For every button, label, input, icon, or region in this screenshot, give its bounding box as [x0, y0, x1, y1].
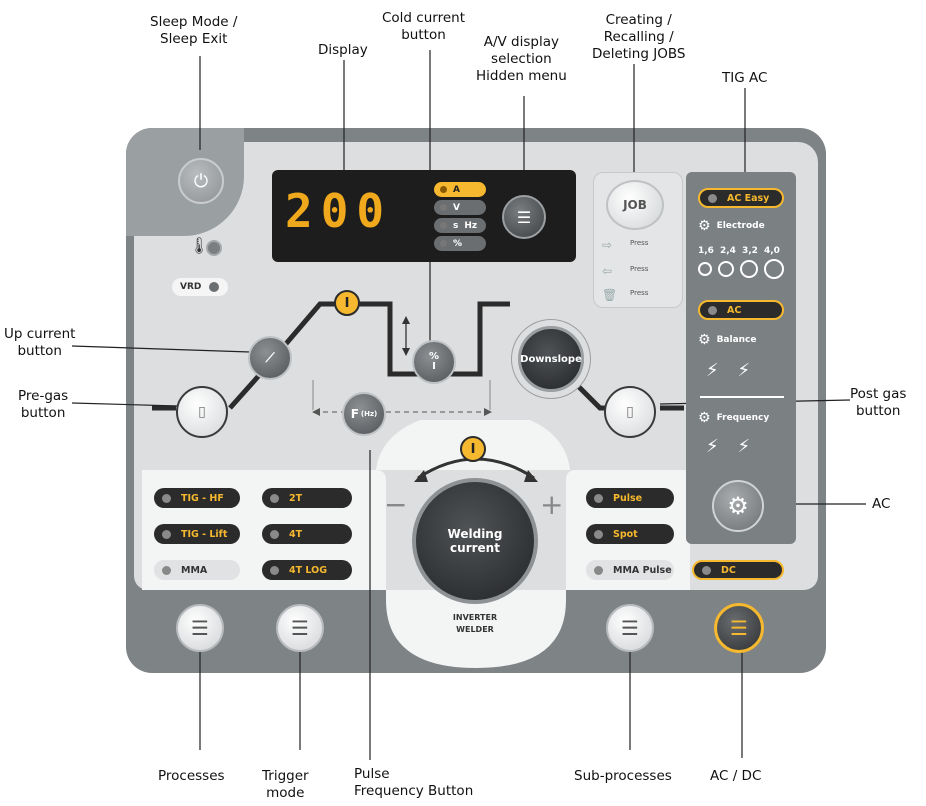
frequency-torch-icons: ⚡ ⚡: [706, 436, 751, 457]
cold-current-button[interactable]: % I: [412, 340, 456, 384]
callout-display: Display: [318, 42, 368, 58]
callout-sleep: Sleep Mode / Sleep Exit: [150, 14, 238, 47]
gas-bottle-icon: ▯: [626, 404, 634, 420]
electrode-size-1-6: 1,6: [698, 246, 714, 256]
job-create-row: ⇨Press: [602, 238, 649, 252]
callout-cold-current: Cold current button: [382, 10, 465, 43]
power-icon: ⏻: [193, 170, 209, 192]
pulse-frequency-button[interactable]: F(Hz): [342, 392, 386, 436]
job-button[interactable]: JOB: [606, 180, 664, 230]
trigger-4t: 4T: [262, 524, 352, 544]
process-mma: MMA: [154, 560, 240, 580]
processes-button[interactable]: ☰: [176, 604, 224, 652]
vrd-label: VRD: [180, 282, 202, 292]
callout-av-display: A/V display selection Hidden menu: [476, 34, 567, 84]
electrode-ring-2: [718, 261, 734, 277]
ac-easy-indicator: AC Easy: [698, 188, 784, 208]
thermometer-icon: 🌡: [189, 236, 210, 255]
ac-indicator: AC: [698, 300, 784, 320]
frequency-label: ⚙Frequency: [698, 410, 770, 426]
trigger-mode-button[interactable]: ☰: [276, 604, 324, 652]
callout-ac-dc: AC / DC: [710, 768, 762, 784]
pre-gas-button[interactable]: ▯: [176, 386, 228, 438]
up-current-button[interactable]: ⟋: [248, 336, 292, 380]
recall-arrow-icon: ⇦: [602, 264, 613, 278]
unit-percent: %: [434, 236, 486, 251]
ac-dc-button[interactable]: ☰: [714, 603, 764, 653]
sub-processes-button[interactable]: ☰: [606, 604, 654, 652]
peak-current-badge: I: [334, 290, 360, 316]
gear-icon: ⚙: [698, 410, 711, 426]
ac-settings-button[interactable]: ⚙: [712, 480, 764, 532]
save-arrow-icon: ⇨: [602, 238, 613, 252]
callout-up-current: Up current button: [4, 326, 76, 359]
subprocess-spot: Spot: [586, 524, 674, 544]
electrode-size-2-4: 2,4: [720, 246, 736, 256]
av-display-button[interactable]: ☰: [502, 195, 546, 239]
callout-processes: Processes: [158, 768, 225, 784]
downslope-knob[interactable]: Downslope: [518, 326, 584, 392]
gear-icon: ⚙: [727, 492, 749, 520]
dc-indicator: DC: [692, 560, 784, 580]
process-tig-hf: TIG - HF: [154, 488, 240, 508]
electrode-size-4-0: 4,0: [764, 246, 780, 256]
electrode-ring-3: [740, 260, 758, 278]
post-gas-button[interactable]: ▯: [604, 386, 656, 438]
gear-icon: ⚙: [698, 332, 711, 348]
trigger-4t-log: 4T LOG: [262, 560, 352, 580]
balance-torch-icons: ⚡ ⚡: [706, 360, 751, 381]
callout-trigger: Trigger mode: [262, 768, 309, 801]
job-recall-row: ⇦Press: [602, 264, 649, 278]
callout-post-gas: Post gas button: [850, 386, 907, 419]
gear-icon: ⚙: [698, 218, 711, 234]
electrode-ring-4: [764, 259, 784, 279]
upslope-icon: ⟋: [265, 350, 275, 366]
subprocess-pulse: Pulse: [586, 488, 674, 508]
job-delete-row: 🗑Press: [602, 288, 649, 302]
callout-pulse-frequency: Pulse Frequency Button: [354, 766, 474, 799]
inverter-welder-badge: INVERTER WELDER: [452, 613, 498, 634]
plus-sign: +: [540, 488, 564, 521]
menu-list-icon: ☰: [730, 616, 748, 640]
welding-current-badge: I: [460, 436, 486, 462]
electrode-label: ⚙Electrode: [698, 218, 765, 234]
menu-list-icon: ☰: [291, 616, 309, 640]
callout-sub-processes: Sub-processes: [574, 768, 672, 784]
process-tig-lift: TIG - Lift: [154, 524, 240, 544]
electrode-size-3-2: 3,2: [742, 246, 758, 256]
menu-list-icon: ☰: [516, 207, 532, 227]
tig-divider: [700, 396, 784, 398]
callout-tig-ac: TIG AC: [722, 70, 768, 86]
minus-sign: −: [384, 488, 408, 521]
vrd-indicator: VRD: [172, 278, 228, 296]
subprocess-mma-pulse: MMA Pulse: [586, 560, 674, 580]
callout-jobs: Creating / Recalling / Deleting JOBS: [592, 12, 686, 62]
balance-label: ⚙Balance: [698, 332, 757, 348]
gas-bottle-icon: ▯: [198, 404, 206, 420]
sleep-button[interactable]: ⏻: [178, 158, 224, 204]
trash-icon: 🗑: [602, 288, 618, 302]
trigger-2t: 2T: [262, 488, 352, 508]
electrode-ring-1: [698, 262, 712, 276]
display-digits: 200: [285, 184, 393, 238]
unit-v: V: [434, 200, 486, 215]
unit-a: A: [434, 182, 486, 197]
menu-list-icon: ☰: [191, 616, 209, 640]
callout-ac: AC: [872, 496, 891, 512]
menu-list-icon: ☰: [621, 616, 639, 640]
thermal-led: [206, 240, 222, 256]
callout-pre-gas: Pre-gas button: [18, 388, 69, 421]
welding-current-knob[interactable]: Welding current: [412, 478, 538, 604]
